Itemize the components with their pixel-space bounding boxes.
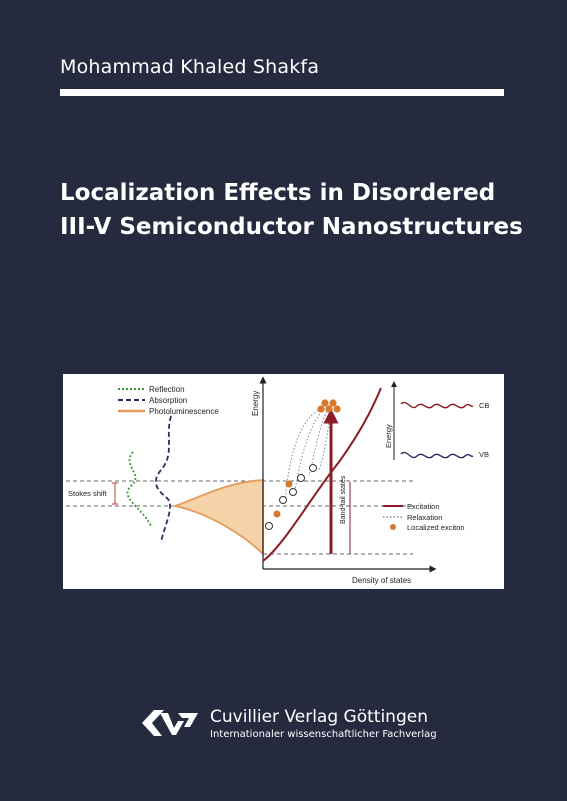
- publisher-logo-icon: [142, 710, 198, 736]
- book-title: Localization Effects in Disordered III-V…: [60, 176, 523, 244]
- empty-state-circle: [309, 464, 317, 472]
- exciton-cluster-dot: [317, 405, 325, 413]
- title-line-2: III-V Semiconductor Nanostructures: [60, 214, 523, 240]
- absorption-curve: [154, 415, 172, 543]
- band-tail-label: Band-tail states: [340, 475, 347, 524]
- stokes-shift-label: Stokes shift: [68, 489, 108, 498]
- title-line-1: Localization Effects in Disordered: [60, 180, 496, 206]
- photoluminescence-legend-label: Photoluminescence: [149, 407, 219, 416]
- empty-state-circle: [289, 488, 297, 496]
- empty-state-circle: [265, 522, 273, 530]
- cover-figure: Reflection Absorption Photoluminescence …: [63, 374, 504, 589]
- energy-axis-label: Energy: [251, 391, 260, 416]
- relaxation-path-1: [284, 405, 332, 503]
- cb-label: CB: [479, 401, 489, 410]
- localization-diagram: Reflection Absorption Photoluminescence …: [66, 376, 489, 585]
- dos-axis-label: Density of states: [352, 576, 411, 585]
- vb-label: VB: [479, 450, 489, 459]
- publisher-subtitle: Internationaler wissenschaftlicher Fachv…: [210, 729, 437, 740]
- publisher-block: Cuvillier Verlag Göttingen International…: [140, 703, 460, 743]
- localized-exciton-legend-swatch: [390, 524, 396, 530]
- empty-state-circle: [279, 496, 287, 504]
- localized-exciton-legend-label: Localized exciton: [407, 523, 465, 532]
- localized-exciton-dot: [273, 510, 281, 518]
- reflection-curve: [126, 451, 152, 527]
- relaxation-path-4: [318, 405, 332, 471]
- photoluminescence-band: [171, 479, 264, 557]
- empty-state-circle: [297, 474, 305, 482]
- inset-energy-label: Energy: [384, 424, 393, 448]
- absorption-legend-label: Absorption: [149, 396, 187, 405]
- relaxation-legend-label: Relaxation: [407, 513, 442, 522]
- exciton-cluster-dot: [333, 405, 341, 413]
- reflection-legend-label: Reflection: [149, 385, 185, 394]
- density-of-states-curve: [262, 387, 382, 562]
- conduction-band-curve: [400, 401, 474, 409]
- exciton-cluster-dot: [325, 405, 333, 413]
- publisher-name: Cuvillier Verlag Göttingen: [210, 707, 428, 727]
- exciton-cluster-dot: [329, 399, 337, 407]
- relaxation-path-2: [294, 405, 332, 491]
- author-name: Mohammad Khaled Shakfa: [60, 56, 320, 78]
- valence-band-curve: [400, 451, 474, 459]
- localized-exciton-dot: [285, 480, 293, 488]
- exciton-cluster-dot: [321, 399, 329, 407]
- excitation-legend-label: Excitation: [407, 502, 440, 511]
- divider-rule: [60, 89, 504, 96]
